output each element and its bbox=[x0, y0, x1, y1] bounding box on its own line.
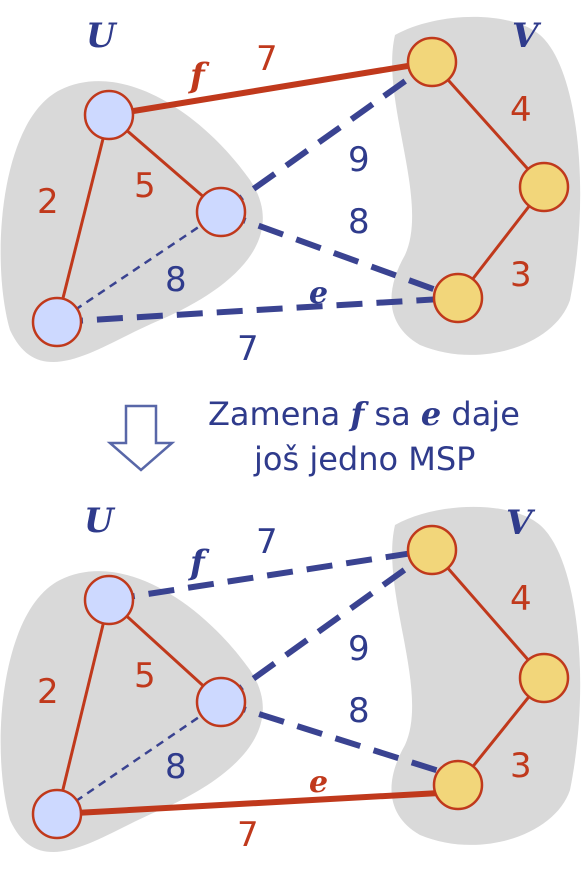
edge-vb-vc-weight: 3 bbox=[510, 255, 532, 295]
edge-va-vb-weight: 4 bbox=[510, 579, 532, 619]
edge-ub-vc bbox=[220, 699, 459, 780]
edge-e-weight: 7 bbox=[237, 815, 259, 855]
caption-line-2: još jedno MSP bbox=[253, 440, 475, 478]
edge-ub-uc-weight: 8 bbox=[165, 747, 187, 787]
edge-va-vb bbox=[430, 549, 546, 679]
edge-va-vb-weight: 4 bbox=[510, 90, 532, 130]
edge-ua-uc-weight: 2 bbox=[37, 672, 59, 712]
node-u-b bbox=[195, 676, 247, 728]
edge-f bbox=[108, 59, 433, 118]
edge-vb-vc-weight: 3 bbox=[510, 746, 532, 786]
edge-va-vb bbox=[430, 60, 546, 189]
node-v-b bbox=[518, 161, 570, 213]
edge-ua-uc-weight: 2 bbox=[37, 182, 59, 222]
set-v-region bbox=[391, 16, 581, 355]
edge-ub-vc-weight: 8 bbox=[348, 202, 370, 242]
edge-ub-va-weight: 9 bbox=[348, 629, 370, 669]
node-v-a bbox=[406, 36, 458, 88]
edge-f bbox=[108, 547, 433, 603]
edge-ua-ub-weight: 5 bbox=[134, 166, 156, 206]
edge-ub-uc bbox=[56, 700, 222, 816]
edge-e-label: e bbox=[309, 765, 328, 800]
set-u-label: U bbox=[86, 16, 118, 56]
edge-f-weight: 7 bbox=[256, 522, 278, 562]
node-v-c bbox=[432, 759, 484, 811]
set-u-region bbox=[0, 81, 263, 363]
node-u-a bbox=[83, 89, 135, 141]
edge-e bbox=[56, 295, 459, 325]
node-u-c bbox=[31, 788, 83, 840]
node-v-b bbox=[518, 652, 570, 704]
edge-ub-uc-weight: 8 bbox=[165, 260, 187, 300]
node-u-a bbox=[83, 574, 135, 626]
transition-arrow bbox=[106, 404, 176, 472]
node-u-b bbox=[195, 186, 247, 238]
node-u-c bbox=[31, 296, 83, 348]
set-u-label: U bbox=[84, 501, 116, 541]
diagram-before: U V f 7 2 5 8 9 8 e 7 4 3 bbox=[0, 16, 581, 369]
edge-ub-vc-weight: 8 bbox=[348, 691, 370, 731]
node-v-a bbox=[406, 524, 458, 576]
edge-e-label: e bbox=[309, 276, 328, 311]
edge-ub-va bbox=[219, 547, 434, 705]
edge-f-weight: 7 bbox=[256, 39, 278, 79]
edge-ub-vc bbox=[219, 209, 460, 301]
edge-ua-uc bbox=[55, 599, 111, 815]
caption-line-1: Zamena f sa e daje bbox=[208, 395, 520, 433]
edge-ub-va bbox=[219, 59, 434, 215]
down-arrow-icon bbox=[106, 404, 176, 472]
edge-ua-uc bbox=[55, 114, 111, 323]
set-v-region bbox=[391, 506, 581, 845]
node-v-c bbox=[432, 272, 484, 324]
edge-ub-va-weight: 9 bbox=[348, 140, 370, 180]
edge-e-weight: 7 bbox=[237, 329, 259, 369]
edge-ua-ub-weight: 5 bbox=[134, 656, 156, 696]
set-v-label: V bbox=[512, 16, 542, 56]
edge-f-label: f bbox=[188, 543, 210, 583]
edge-e bbox=[56, 789, 459, 817]
diagram-after: U V f 7 2 5 8 9 8 e 7 4 3 bbox=[0, 501, 581, 855]
edge-f-label: f bbox=[188, 56, 210, 96]
edge-ub-uc bbox=[56, 210, 222, 324]
set-v-label: V bbox=[506, 503, 536, 543]
